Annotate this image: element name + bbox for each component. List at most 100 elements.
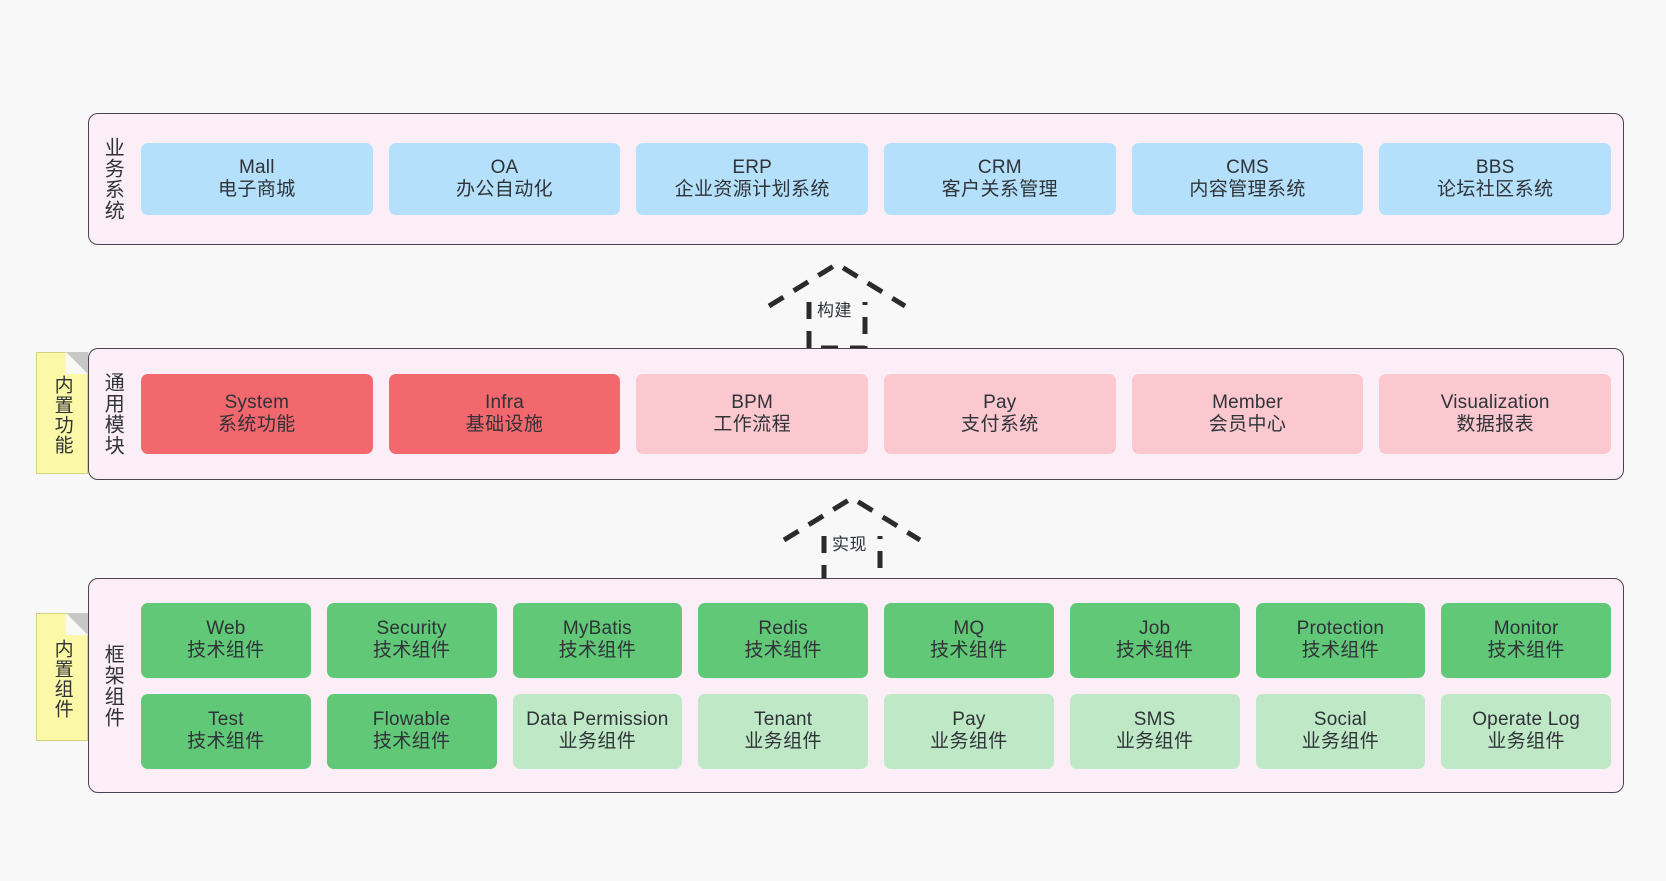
framework-card-row-2: Test 技术组件 Flowable 技术组件 Data Permission …	[141, 693, 1611, 769]
card-title: ERP	[732, 156, 773, 178]
card-subtitle: 数据报表	[1456, 414, 1534, 435]
card-title: MQ	[953, 617, 985, 639]
card-job[interactable]: Job 技术组件	[1069, 602, 1240, 678]
card-erp[interactable]: ERP 企业资源计划系统	[636, 143, 869, 215]
card-visualization[interactable]: Visualization 数据报表	[1379, 374, 1612, 454]
card-title: Redis	[758, 617, 808, 639]
card-oa[interactable]: OA 办公自动化	[388, 143, 621, 215]
common-card-row: System 系统功能 Infra 基础设施 BPM 工作流程 Pay 支付系统…	[141, 374, 1612, 454]
note-text: 内置组件	[51, 639, 73, 719]
card-subtitle: 业务组件	[1487, 731, 1565, 752]
card-infra[interactable]: Infra 基础设施	[388, 374, 621, 454]
card-subtitle: 技术组件	[1115, 640, 1194, 661]
card-title: Tenant	[754, 708, 813, 730]
note-builtin-component: 内置组件	[36, 613, 88, 741]
card-title: Security	[376, 617, 447, 639]
card-subtitle: 企业资源计划系统	[674, 179, 830, 200]
card-title: Pay	[983, 391, 1017, 413]
card-subtitle: 内容管理系统	[1189, 179, 1306, 200]
card-redis[interactable]: Redis 技术组件	[698, 602, 868, 678]
card-bbs[interactable]: BBS 论坛社区系统	[1379, 143, 1612, 215]
card-title: Mall	[239, 156, 275, 178]
business-card-row: Mall 电子商城 OA 办公自动化 ERP 企业资源计划系统 CRM 客户关系…	[141, 143, 1612, 215]
card-subtitle: 业务组件	[930, 731, 1008, 752]
card-subtitle: 基础设施	[465, 414, 544, 435]
card-subtitle: 技术组件	[1301, 640, 1380, 661]
card-title: CMS	[1226, 156, 1269, 178]
card-operate-log[interactable]: Operate Log 业务组件	[1441, 693, 1611, 769]
card-subtitle: 技术组件	[558, 640, 637, 661]
connector-implement-arrow: 实现	[772, 492, 932, 585]
card-subtitle: 业务组件	[1301, 731, 1380, 752]
card-test[interactable]: Test 技术组件	[141, 693, 311, 769]
layer-framework-components: 框架组件 Web 技术组件 Security 技术组件 MyBatis 技术组件…	[88, 578, 1624, 793]
card-title: Protection	[1296, 617, 1385, 639]
layer-common-modules: 通用模块 System 系统功能 Infra 基础设施 BPM 工作流程 Pay…	[88, 348, 1624, 480]
card-mybatis[interactable]: MyBatis 技术组件	[512, 602, 683, 678]
connector-build-label: 构建	[817, 301, 852, 320]
card-subtitle: 技术组件	[1487, 640, 1565, 661]
note-builtin-feature: 内置功能	[36, 352, 88, 474]
card-pay-component[interactable]: Pay 业务组件	[884, 693, 1054, 769]
card-title: MyBatis	[562, 617, 632, 639]
layer-common-label: 通用模块	[101, 372, 124, 456]
card-title: Operate Log	[1472, 708, 1581, 730]
card-pay[interactable]: Pay 支付系统	[884, 374, 1116, 454]
card-subtitle: 技术组件	[744, 640, 822, 661]
layer-business-body: Mall 电子商城 OA 办公自动化 ERP 企业资源计划系统 CRM 客户关系…	[135, 114, 1623, 244]
card-title: Data Permission	[526, 708, 669, 730]
card-subtitle: 技术组件	[372, 731, 451, 752]
card-mall[interactable]: Mall 电子商城	[141, 143, 373, 215]
card-monitor[interactable]: Monitor 技术组件	[1441, 602, 1611, 678]
framework-card-row-1: Web 技术组件 Security 技术组件 MyBatis 技术组件 Redi…	[141, 602, 1611, 678]
connector-implement-label: 实现	[832, 535, 867, 554]
card-title: Infra	[484, 391, 525, 413]
card-title: BPM	[731, 391, 774, 413]
card-title: Job	[1139, 617, 1171, 639]
card-bpm[interactable]: BPM 工作流程	[636, 374, 869, 454]
card-subtitle: 技术组件	[187, 640, 265, 661]
card-security[interactable]: Security 技术组件	[326, 602, 497, 678]
card-title: Flowable	[372, 708, 451, 730]
card-crm[interactable]: CRM 客户关系管理	[884, 143, 1116, 215]
card-tenant[interactable]: Tenant 业务组件	[698, 693, 868, 769]
card-subtitle: 支付系统	[961, 414, 1039, 435]
card-subtitle: 技术组件	[930, 640, 1008, 661]
note-text: 内置功能	[51, 375, 73, 455]
card-mq[interactable]: MQ 技术组件	[884, 602, 1054, 678]
layer-common-body: System 系统功能 Infra 基础设施 BPM 工作流程 Pay 支付系统…	[135, 349, 1623, 479]
card-system[interactable]: System 系统功能	[141, 374, 373, 454]
card-title: Web	[206, 617, 246, 639]
card-subtitle: 工作流程	[713, 414, 791, 435]
card-title: Pay	[952, 708, 986, 730]
card-subtitle: 业务组件	[744, 731, 822, 752]
card-title: Social	[1313, 708, 1367, 730]
card-title: Member	[1212, 391, 1283, 413]
card-title: Test	[208, 708, 244, 730]
card-data-permission[interactable]: Data Permission 业务组件	[512, 693, 683, 769]
card-subtitle: 技术组件	[187, 731, 265, 752]
card-subtitle: 办公自动化	[456, 179, 554, 200]
card-social[interactable]: Social 业务组件	[1255, 693, 1426, 769]
card-flowable[interactable]: Flowable 技术组件	[326, 693, 497, 769]
card-title: System	[224, 391, 290, 413]
card-cms[interactable]: CMS 内容管理系统	[1131, 143, 1364, 215]
card-web[interactable]: Web 技术组件	[141, 602, 311, 678]
connector-build-arrow: 构建	[757, 258, 917, 351]
card-sms[interactable]: SMS 业务组件	[1069, 693, 1240, 769]
card-subtitle: 业务组件	[558, 731, 637, 752]
card-title: BBS	[1475, 156, 1515, 178]
layer-business-systems: 业务系统 Mall 电子商城 OA 办公自动化 ERP 企业资源计划系统 CRM…	[88, 113, 1624, 245]
card-subtitle: 会员中心	[1208, 414, 1287, 435]
card-subtitle: 电子商城	[218, 179, 296, 200]
card-subtitle: 论坛社区系统	[1436, 179, 1554, 200]
layer-framework-label: 框架组件	[101, 643, 124, 728]
card-subtitle: 技术组件	[372, 640, 451, 661]
layer-framework-body: Web 技术组件 Security 技术组件 MyBatis 技术组件 Redi…	[135, 579, 1623, 792]
card-title: Monitor	[1493, 617, 1559, 639]
card-title: SMS	[1133, 708, 1176, 730]
card-member[interactable]: Member 会员中心	[1131, 374, 1364, 454]
card-title: CRM	[977, 156, 1022, 178]
card-protection[interactable]: Protection 技术组件	[1255, 602, 1426, 678]
